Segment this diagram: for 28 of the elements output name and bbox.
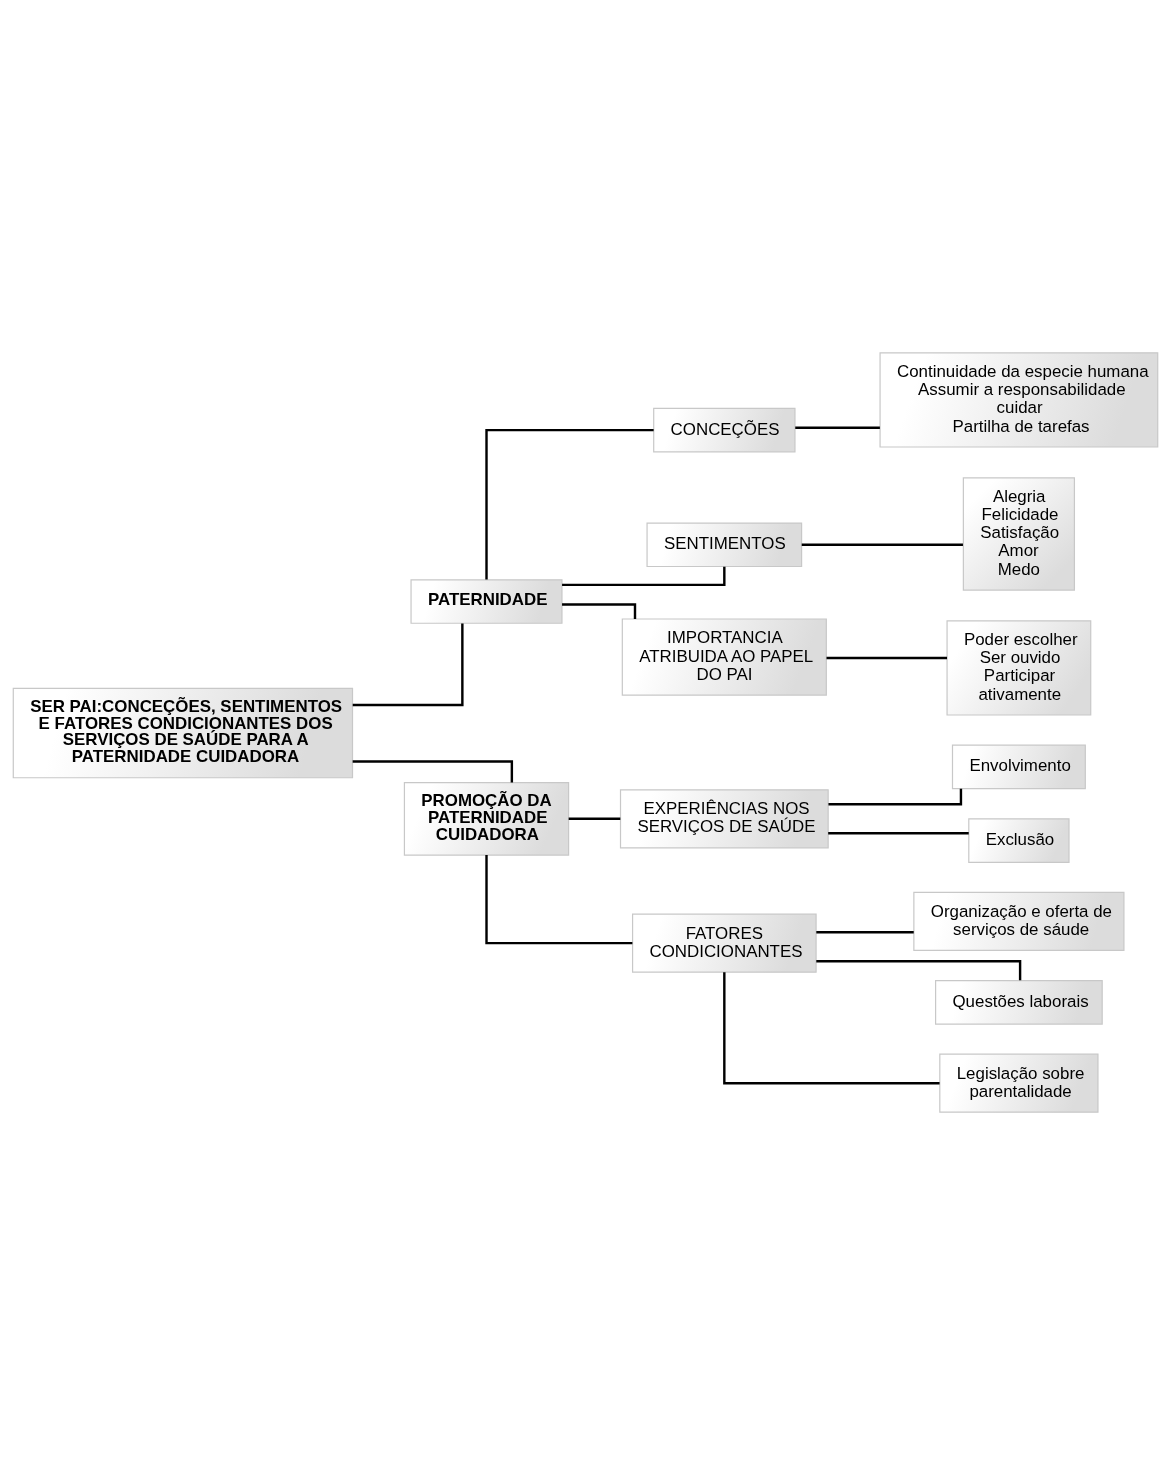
connector — [485, 854, 633, 944]
node-box: Poder escolher Ser ouvido Participar ativamente — [946, 619, 1092, 716]
node-box: Continuidade da especie humana Assumir a responsabilidade cuidar Partilha de tarefas — [879, 351, 1159, 448]
connector — [826, 656, 947, 659]
node-box: SENTIMENTOS — [646, 521, 803, 567]
connector — [801, 543, 963, 546]
node-box: EXPERIÊNCIAS NOS SERVIÇOS DE SAÚDE — [619, 788, 829, 848]
node-box: Organização e oferta de serviços de sáude — [913, 891, 1125, 951]
connector — [816, 930, 914, 933]
node-box: Questões laborais — [935, 979, 1103, 1025]
connector — [568, 817, 621, 820]
node-box: Exclusão — [968, 817, 1070, 863]
node-box: Legislação sobre parentalidade — [939, 1053, 1099, 1113]
connector — [352, 623, 464, 706]
connector — [828, 788, 963, 806]
connector — [723, 971, 940, 1084]
node-box: FATORES CONDICIONANTES — [631, 913, 817, 973]
connector — [795, 425, 880, 429]
node-box: SER PAI:CONCEÇÕES, SENTIMENTOS E FATORES CONDICIONANTES DOS SERVIÇOS DE SAÚDE PARA A PATERNIDADE CUIDADORA — [12, 687, 354, 778]
node-box: PATERNIDADE — [410, 578, 563, 624]
connector — [562, 602, 637, 619]
node-box: CONCEÇÕES — [653, 407, 796, 452]
connector — [828, 831, 969, 834]
node-box: IMPORTANCIA ATRIBUIDA AO PAPEL DO PAI — [621, 617, 827, 696]
node-box: Alegria Felicidade Satisfação Amor Medo — [962, 476, 1076, 591]
node-box: Envolvimento — [951, 744, 1086, 789]
connector — [485, 428, 654, 579]
node-box: PROMOÇÃO DA PATERNIDADE CUIDADORA — [403, 781, 570, 856]
